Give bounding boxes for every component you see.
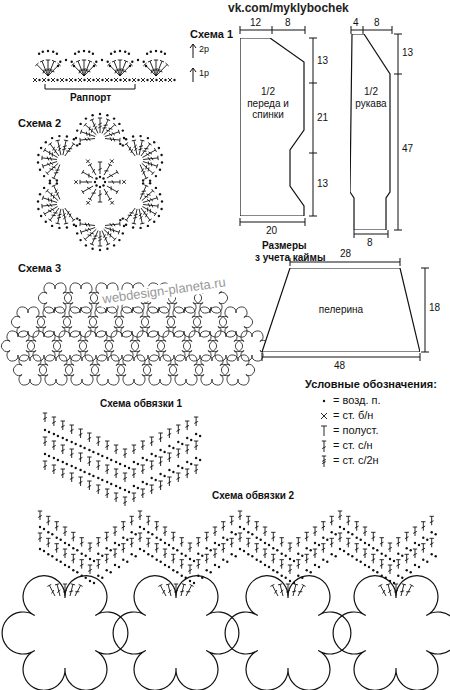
repeat-bracket xyxy=(45,84,135,89)
dimension: 13 xyxy=(317,55,328,67)
piece-name: 1/2 рукава xyxy=(351,86,391,109)
dimension-line xyxy=(262,353,420,361)
dimension: 21 xyxy=(317,112,328,124)
dimension-line xyxy=(240,26,305,34)
chart-title: Схема обвязки 2 xyxy=(212,490,294,502)
chart-title: Схема 1 xyxy=(190,28,233,41)
dimension-line xyxy=(354,230,388,238)
repeat-label: Раппорт xyxy=(70,92,111,104)
pattern-piece: 1/2 рукава xyxy=(350,34,392,230)
dimension-line xyxy=(421,268,429,352)
chart-title: Схема обвязки 1 xyxy=(100,398,182,410)
piece-outline xyxy=(350,34,392,230)
piece-name: 1/2 переда и спинки xyxy=(244,86,292,121)
dimension: 18 xyxy=(429,302,440,314)
dimension: 13 xyxy=(402,47,413,59)
dimension: 12 xyxy=(250,17,261,29)
pattern-piece: 1/2 переда и спинки xyxy=(240,38,306,216)
dimension: 8 xyxy=(374,17,380,29)
site-watermark: webdesign-planeta.ru xyxy=(100,275,229,308)
dimension-line xyxy=(309,38,317,216)
legend-entry: = ст. с/2н xyxy=(333,454,379,467)
dimension: 47 xyxy=(402,143,413,155)
piece-name: пелерина xyxy=(292,304,390,316)
row-arrow xyxy=(190,44,196,82)
piece-outline xyxy=(240,38,306,216)
chart-title: Схема 3 xyxy=(18,262,61,275)
chart-title: Схема 2 xyxy=(18,117,61,130)
row-number: 2р xyxy=(199,44,209,54)
legend-entry: = полуст. xyxy=(333,424,378,437)
pattern-piece: пелерина xyxy=(262,268,420,352)
dimension: 48 xyxy=(334,360,345,372)
size-note: Размеры xyxy=(262,240,307,252)
dimension: 4 xyxy=(353,17,359,29)
legend-entry: = возд. п. xyxy=(333,394,381,407)
dimension-line xyxy=(240,218,305,226)
legend-entry: = ст. с/н xyxy=(333,439,373,452)
size-note: з учета каймы xyxy=(255,252,325,264)
dimension: 20 xyxy=(266,225,277,237)
site-watermark: vk.com/myklybochek xyxy=(228,2,349,16)
legend-entry: = ст. б/н xyxy=(333,409,373,422)
dimension: 13 xyxy=(317,178,328,190)
dimension: 8 xyxy=(285,17,291,29)
row-number: 1р xyxy=(199,68,209,78)
dimension: 8 xyxy=(367,237,373,249)
legend-title: Условные обозначения: xyxy=(305,378,437,391)
dimension: 28 xyxy=(340,248,351,260)
dimension-line xyxy=(394,34,402,230)
